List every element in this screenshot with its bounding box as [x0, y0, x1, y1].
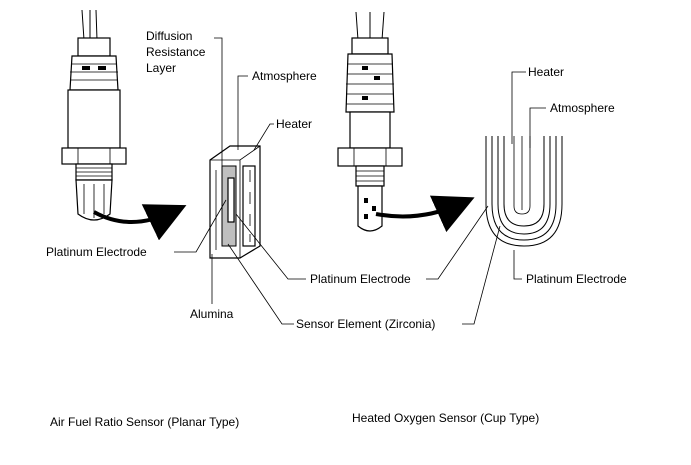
- cup-sensor-element: [485, 136, 563, 247]
- platinum-electrode-mid-label: Platinum Electrode: [310, 272, 411, 286]
- heater-right-label: Heater: [528, 65, 564, 79]
- alumina-label: Alumina: [190, 307, 234, 321]
- caption-planar: Air Fuel Ratio Sensor (Planar Type): [50, 415, 239, 429]
- af-sensor-illustration: [61, 9, 187, 241]
- leader-lines: [174, 37, 546, 325]
- caption-cup: Heated Oxygen Sensor (Cup Type): [352, 411, 539, 425]
- heated-oxygen-sensor-illustration: [337, 11, 475, 233]
- atmosphere-right-label: Atmosphere: [550, 101, 615, 115]
- diffusion-label-line1: Diffusion: [146, 29, 192, 43]
- diffusion-label-line3: Layer: [146, 61, 176, 75]
- atmosphere-left-label: Atmosphere: [252, 69, 317, 83]
- diffusion-label-line2: Resistance: [146, 45, 206, 59]
- platinum-electrode-left-label: Platinum Electrode: [46, 245, 147, 259]
- heater-left-label: Heater: [276, 117, 312, 131]
- platinum-electrode-right-label: Platinum Electrode: [526, 272, 627, 286]
- sensor-element-label: Sensor Element (Zirconia): [296, 317, 435, 331]
- planar-sensor-element: [209, 145, 261, 259]
